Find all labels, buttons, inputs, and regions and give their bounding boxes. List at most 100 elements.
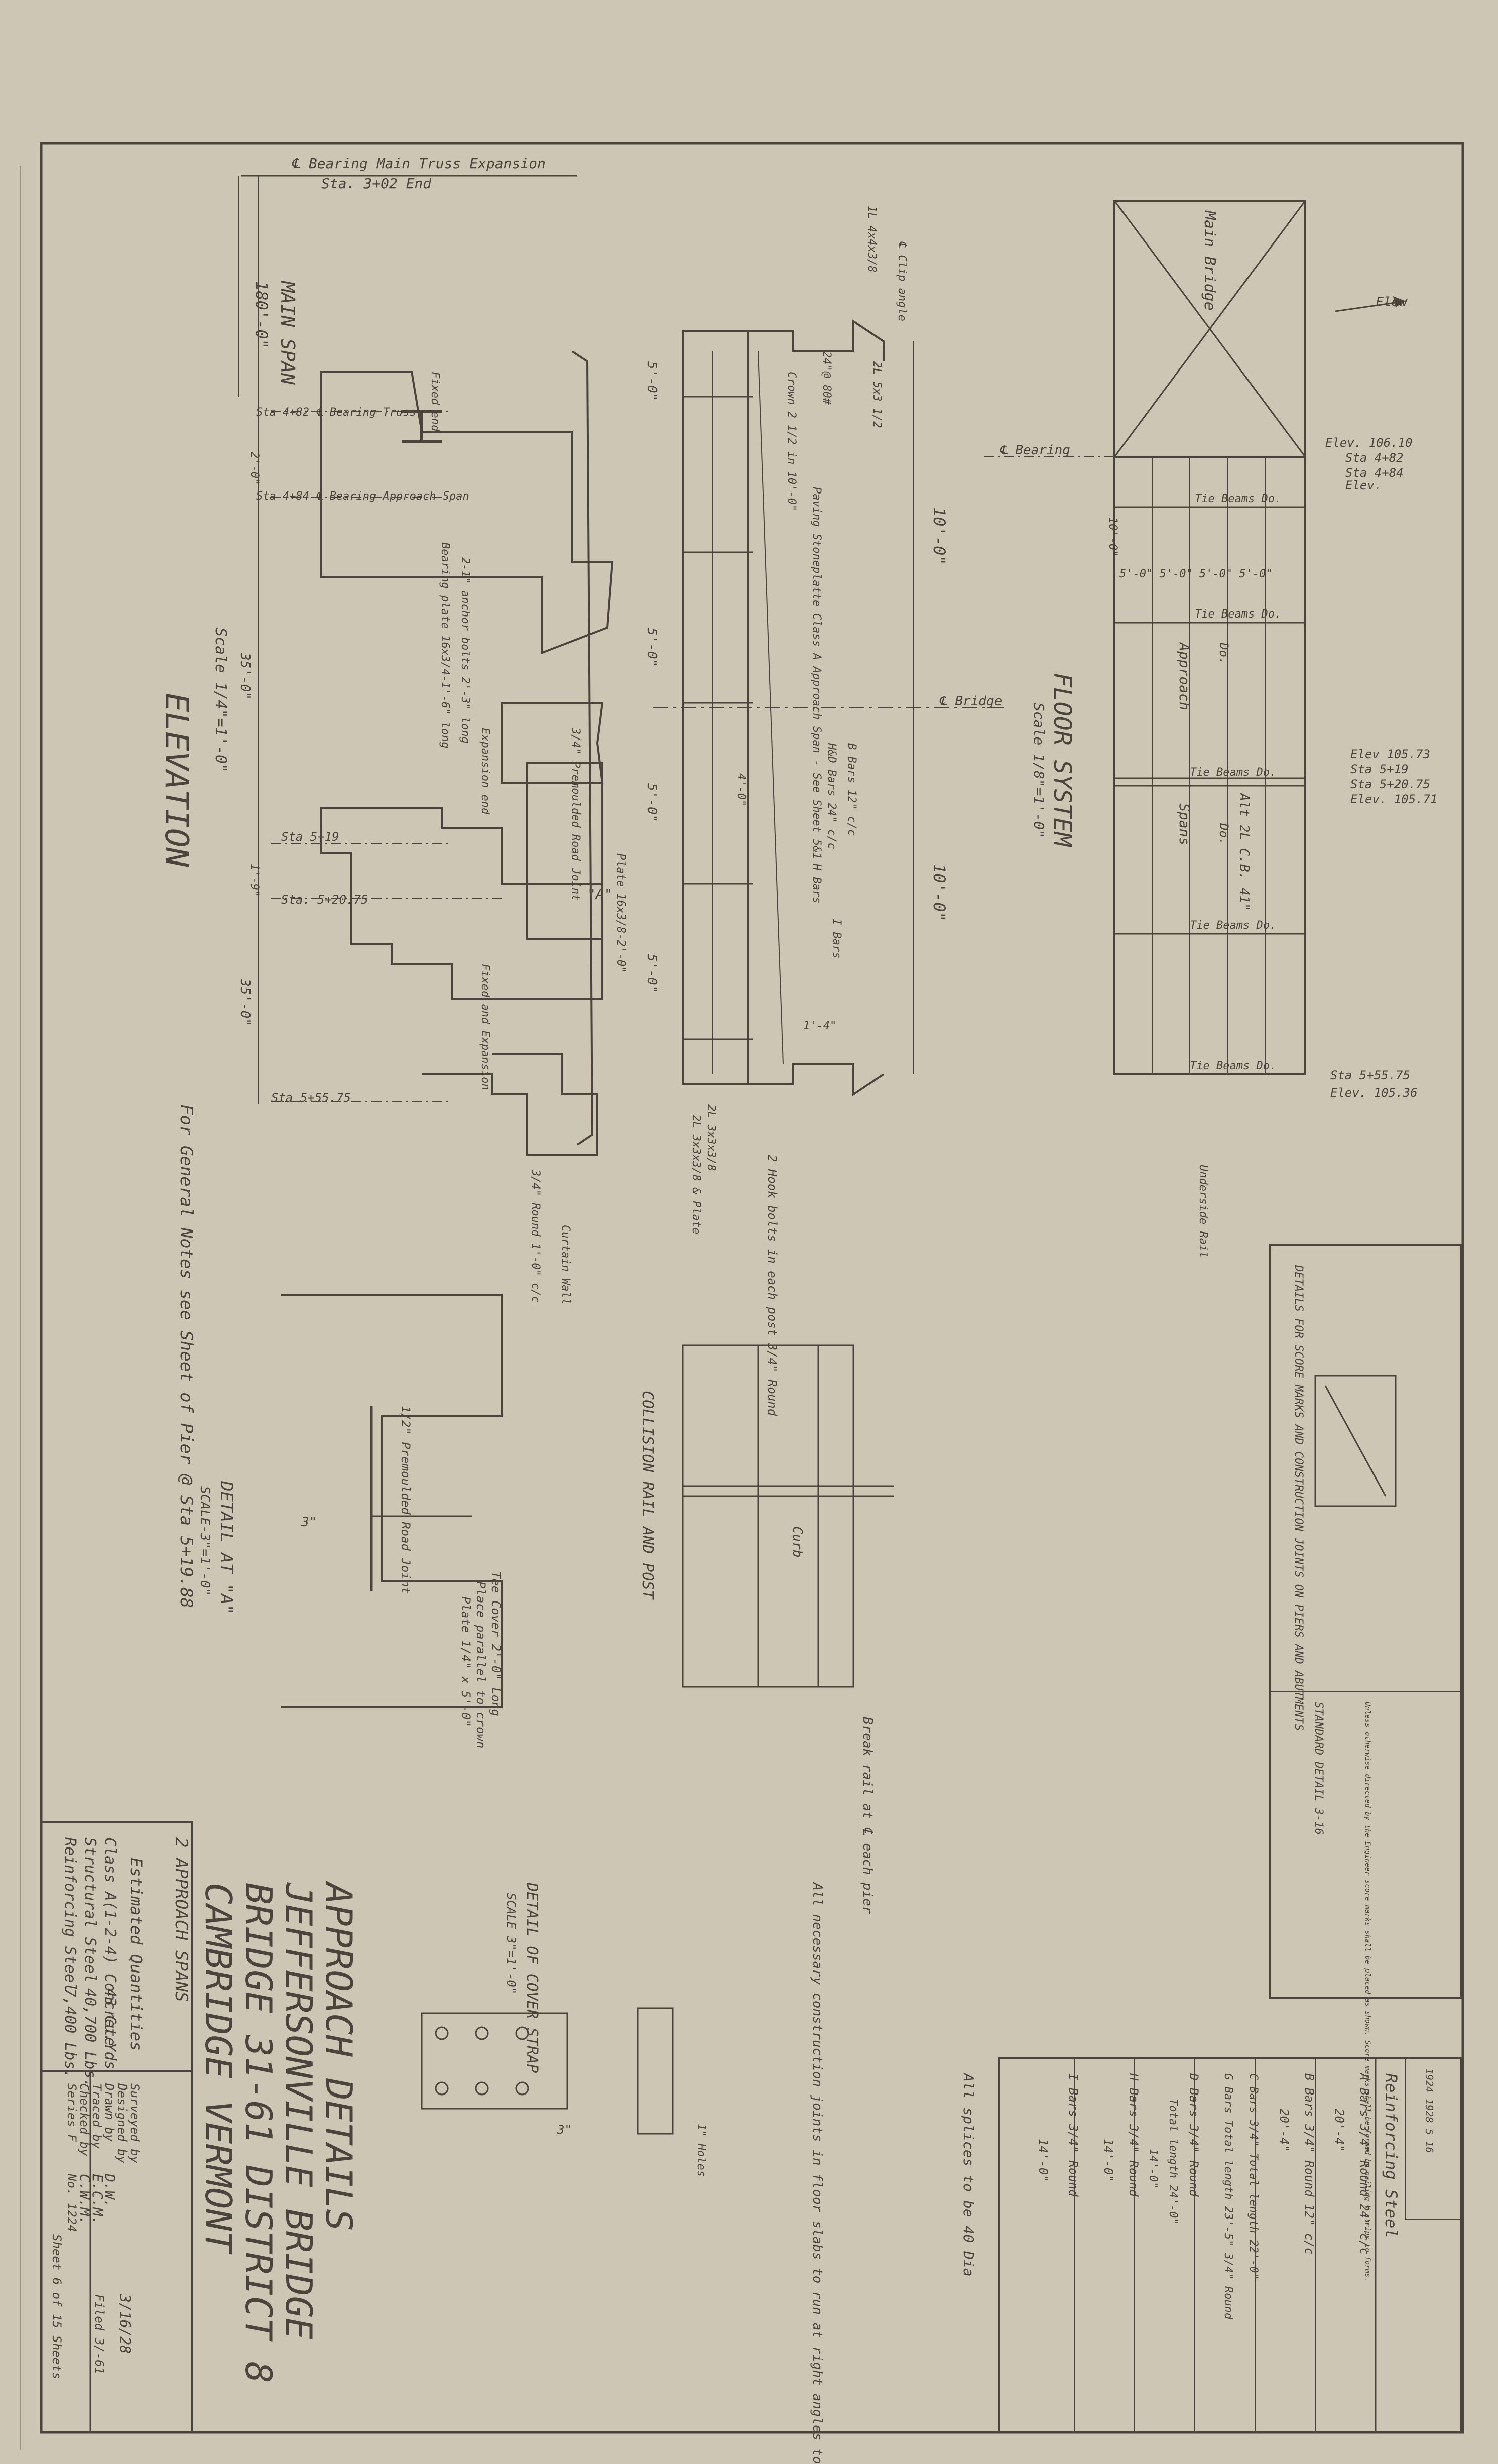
reinf-c-bars: C Bars 3/4" Total length 22'-0" xyxy=(1247,2073,1260,2280)
sig-filed: Filed 3/-61 xyxy=(92,2294,106,2374)
bearing-plate-note: Bearing plate 16x3/4-1'-6" long xyxy=(439,542,451,749)
hole-1 xyxy=(435,2026,449,2040)
hole-6 xyxy=(515,2081,529,2096)
tie-beams-3-label: Tie Beams Do. xyxy=(1190,766,1276,779)
do-label-2: Do. xyxy=(1217,823,1231,845)
flow-label: Flow xyxy=(1376,295,1408,310)
reinf-title: Reinforcing Steel xyxy=(1382,2073,1401,2238)
premoulded-joint-note: 3/4" Premoulded Road Joint xyxy=(569,727,582,901)
dim-10-top: 10'-0" xyxy=(930,507,949,565)
dim-5-b: 5'-0" xyxy=(644,628,659,667)
main-span-label: MAIN SPAN xyxy=(277,280,299,385)
tie-beams-1-label: Tie Beams Do. xyxy=(1195,492,1281,505)
cover-strap-view: DETAIL OF COVER STRAP SCALE 3"=1'-0" 3" … xyxy=(421,1882,707,2177)
dim-5-d: 5'-0" xyxy=(644,954,659,993)
sig-drawn: Drawn by xyxy=(102,2083,116,2142)
sheet-border xyxy=(40,142,1464,2434)
sig-series-val: No. 1224 xyxy=(65,2173,79,2232)
elev-10571: Elev. 105.71 xyxy=(1350,792,1437,806)
qty-reinf-label: Reinforcing Steel xyxy=(61,1837,79,1992)
approach-spans-outline xyxy=(1113,456,1306,1075)
detail-a-slab xyxy=(281,1294,503,1708)
qty-heading: Estimated Quantities xyxy=(127,1858,146,2051)
flow-arrowhead xyxy=(1393,296,1406,307)
standard-detail-title: STANDARD DETAIL 3-16 xyxy=(1312,1702,1325,1835)
detail-a-marker: "A" xyxy=(587,886,613,902)
dim-4-0: 4'-0" xyxy=(735,773,747,806)
tie-beams-5-label: Tie Beams Do. xyxy=(1190,1060,1276,1072)
alt-beams-label: Alt 2L C.B. 41" xyxy=(1236,792,1252,911)
detail-a-plate-note: Place parallel to crown xyxy=(474,1581,488,1748)
bearing-header-1: ℄ Bearing Main Truss Expansion xyxy=(291,155,546,172)
dim-35-lower: 35'-0" xyxy=(237,978,253,1026)
floor-system-view: Main Bridge Flow ℄ Bearing Elev. 106.10 … xyxy=(984,200,1437,1258)
elevation-scale-text: Scale 1/4"=1'-0" xyxy=(212,628,229,773)
cross-section-view: 10'-0" 10'-0" ℄ Bridge 5'-0" 5'-0" 5'-0"… xyxy=(644,206,1004,1416)
sta-484-label: Sta 4+84 ℄ Bearing Approach Span xyxy=(256,490,469,503)
hole-4 xyxy=(435,2081,449,2096)
title-line-3: BRIDGE 31-61 DISTRICT 8 xyxy=(237,1883,280,2383)
detail-a-tee: Tee Cover 2'-0" Long xyxy=(489,1571,503,1716)
do-label-1: Do. xyxy=(1217,642,1231,664)
curb-label: Curb xyxy=(790,1526,805,1558)
fixed-end-note: Fixed end xyxy=(429,372,441,432)
qty-steel-label: Structural Steel xyxy=(81,1837,99,1983)
detail-a-view: 1/2" Premoulded Road Joint Tee Cover 2'-… xyxy=(197,1294,503,1748)
qty-concrete-value: 43 Cu.Yds xyxy=(101,1988,119,2070)
bracing-2 xyxy=(1113,200,1306,457)
reinf-g-bars: G Bars Total length 23'-5" 3/4" Round xyxy=(1222,2073,1234,2320)
reinforcing-frame xyxy=(998,2057,1462,2433)
rail-band-3 xyxy=(817,1344,854,1688)
wall-left xyxy=(571,350,594,1146)
reinf-d-seg: 14'-0" xyxy=(1147,2149,1159,2188)
rail-band-1 xyxy=(682,1344,759,1688)
elevation-title: ELEVATION xyxy=(158,693,195,867)
sta-55575-label: Sta 5+55.75 xyxy=(271,1091,351,1105)
hole-5 xyxy=(475,2081,489,2096)
sta-519-label: Sta 5+19 xyxy=(281,830,339,844)
dim-1-9: 1'-9" xyxy=(248,864,261,897)
dim-5-c: 5'-0" xyxy=(644,783,659,822)
expansion-end-note: Expansion end xyxy=(479,728,491,815)
sig-series: Series F xyxy=(65,2083,79,2142)
dim-35-upper: 35'-0" xyxy=(237,652,253,700)
cover-strap-title: DETAIL OF COVER STRAP xyxy=(523,1882,541,2073)
plates-label: 2L 3x3x3/8 & Plate xyxy=(690,1115,702,1234)
hole-3 xyxy=(515,2026,529,2040)
sig-designed: Designed by xyxy=(115,2083,129,2163)
flow-arrow xyxy=(1335,300,1406,312)
dim-2-0: 2'-0" xyxy=(248,452,261,485)
reinf-i-len: 14'-0" xyxy=(1036,2139,1050,2182)
qty-steel-value: 40,700 Lbs. xyxy=(81,1988,99,2088)
standard-detail-notes: Unless otherwise directed by the Enginee… xyxy=(1363,1702,1371,2282)
reinf-d-bars: D Bars 3/4" Round xyxy=(1187,2073,1201,2197)
main-span-length: 180'-0" xyxy=(252,281,271,349)
elevation-scale: Scale 1/4"=1'-0" xyxy=(212,628,229,773)
cover-strap-dim: 3" xyxy=(557,2123,572,2137)
spans-label: Spans xyxy=(1176,803,1193,845)
cover-strap-holes: 1" Holes xyxy=(695,2124,707,2177)
reinf-a-bars: A Bars 3/4" Round 24" c/c xyxy=(1357,2072,1371,2255)
standard-detail-frame xyxy=(1269,1244,1462,1999)
floor-sta-520: Sta 5+20.75 xyxy=(1350,777,1430,791)
score-mark-sketch xyxy=(1314,1375,1397,1507)
round-bars-note: 3/4" Round 1'-0" c/c xyxy=(529,1169,542,1303)
beam-size-label: 24"@ 80# xyxy=(820,351,833,405)
crown-label: Crown 2 1/2 in 10'-0" xyxy=(785,372,798,511)
title-line-2: JEFFERSONVILLE BRIDGE xyxy=(278,1882,320,2340)
paving-note: Paving Stoneplatte Class A Approach Span… xyxy=(810,487,823,859)
dim-10-bottom: 10'-0" xyxy=(930,864,949,922)
detail-a-title: DETAIL AT "A" xyxy=(216,1481,236,1615)
hole-2 xyxy=(475,2026,489,2040)
detail-a-premoulded: 1/2" Premoulded Road Joint xyxy=(399,1406,413,1594)
elev-10573: Elev 105.73 xyxy=(1350,747,1430,761)
fixed-expansion-note: Fixed and Expansion xyxy=(479,964,491,1090)
bottom-angles-label: 2L 3x3x3/8 xyxy=(705,1104,717,1171)
sig-traced: Traced by xyxy=(90,2083,104,2149)
qty-reinf-value: 7,400 Lbs. xyxy=(61,1988,79,2079)
reinf-i-bars: I Bars 3/4" Round xyxy=(1066,2073,1080,2197)
tie-beams-2-label: Tie Beams Do. xyxy=(1195,608,1281,621)
approach-label: Approach xyxy=(1176,642,1193,710)
